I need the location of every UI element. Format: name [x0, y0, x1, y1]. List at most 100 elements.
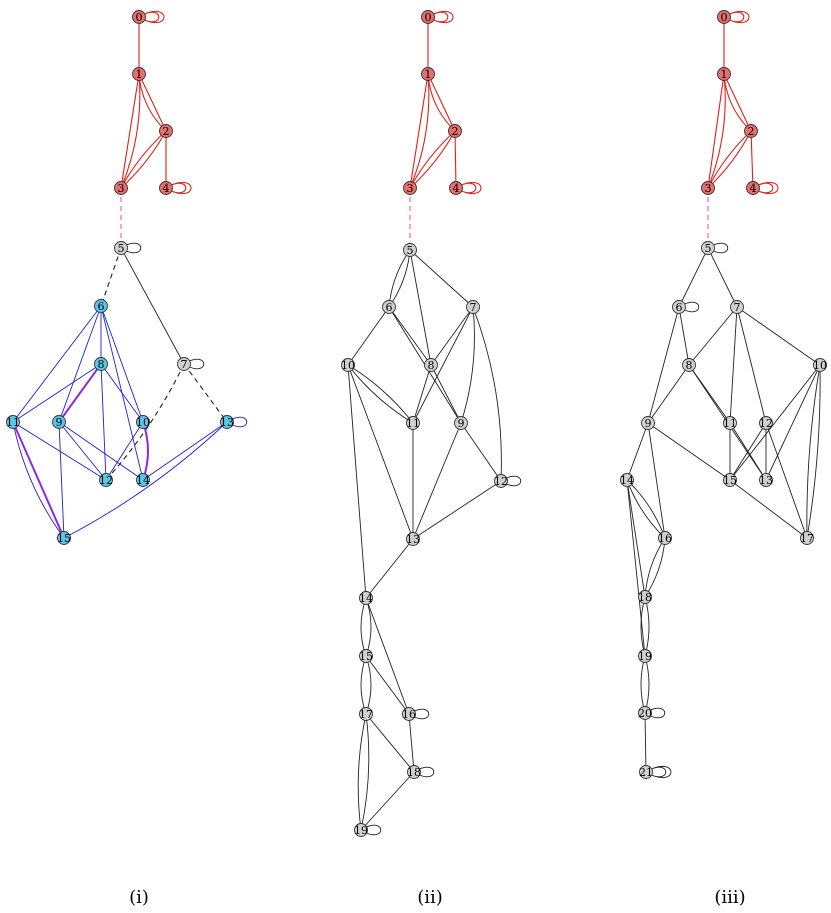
- node-circle: [94, 299, 108, 313]
- edge-19-20: [640, 655, 646, 714]
- node-label: 11: [723, 417, 737, 430]
- edge-1-3: [707, 73, 725, 189]
- edge-1-2: [723, 73, 752, 132]
- edge-9-15: [647, 422, 731, 481]
- node-label: 13: [220, 416, 234, 429]
- node-circle: [672, 300, 686, 314]
- edge-16-18: [644, 537, 666, 598]
- node-4: 4: [746, 181, 760, 195]
- edge-6-6: [684, 301, 700, 313]
- node-circle: [759, 473, 773, 487]
- node-circle: [641, 416, 655, 430]
- edge-14-18: [626, 479, 646, 598]
- edge-2-3: [120, 130, 167, 189]
- edge-7-13: [183, 363, 228, 423]
- edge-10-12: [105, 421, 144, 481]
- node-circle: [220, 415, 234, 429]
- edge-20-21: [644, 712, 647, 773]
- edge-16-16: [414, 708, 430, 720]
- edge-11-15: [12, 421, 65, 539]
- edge-10-13: [765, 364, 821, 481]
- node-label: 16: [402, 708, 416, 721]
- edge-7-7: [189, 358, 205, 370]
- node-circle: [800, 531, 814, 545]
- edge-11-12: [12, 421, 107, 481]
- node-circle: [354, 823, 368, 837]
- node-circle: [723, 473, 737, 487]
- edge-1-2: [138, 73, 167, 132]
- node-3: 3: [701, 181, 715, 195]
- node-2: 2: [744, 124, 758, 138]
- node-circle: [466, 300, 480, 314]
- node-7: 7: [466, 300, 480, 314]
- node-circle: [746, 181, 760, 195]
- node-label: 8: [428, 359, 435, 372]
- node-9: 9: [454, 416, 468, 430]
- edge-14-15: [360, 597, 367, 657]
- node-label: 15: [57, 532, 71, 545]
- node-label: 4: [453, 182, 460, 195]
- node-label: 7: [181, 358, 188, 371]
- node-circle: [159, 124, 173, 138]
- edge-5-6: [678, 247, 709, 308]
- edge-11-15: [12, 421, 65, 539]
- node-15: 15: [723, 473, 737, 487]
- node-label: 10: [813, 359, 827, 372]
- node-5: 5: [403, 243, 417, 257]
- edge-1-3: [120, 73, 141, 189]
- node-circle: [177, 357, 191, 371]
- node-7: 7: [177, 357, 191, 371]
- node-3: 3: [403, 181, 417, 195]
- node-label: 0: [136, 11, 143, 24]
- node-8: 8: [682, 358, 696, 372]
- node-label: 11: [6, 416, 20, 429]
- node-label: 6: [98, 300, 105, 313]
- edge-6-8: [388, 306, 432, 366]
- edge-12-15: [729, 422, 767, 481]
- node-1: 1: [132, 67, 146, 81]
- node-5: 5: [114, 241, 128, 255]
- edge-1-3: [707, 73, 726, 189]
- edge-9-16: [647, 422, 666, 539]
- node-label: 17: [800, 532, 814, 545]
- edge-14-19: [626, 479, 646, 657]
- node-label: 6: [676, 301, 683, 314]
- panel-i-edges: [12, 10, 248, 539]
- edge-6-9: [647, 306, 680, 424]
- node-circle: [359, 591, 373, 605]
- edge-20-20: [650, 707, 666, 719]
- node-circle: [449, 181, 463, 195]
- node-circle: [421, 10, 435, 24]
- edge-7-10: [736, 306, 821, 366]
- edge-10-14: [142, 421, 149, 481]
- node-circle: [159, 181, 173, 195]
- edge-5-5: [126, 242, 142, 254]
- node-label: 4: [750, 182, 757, 195]
- edge-9-14: [58, 421, 144, 481]
- edge-1-3: [120, 73, 140, 189]
- edge-12-17: [765, 422, 808, 539]
- edge-8-11: [12, 363, 102, 423]
- node-19: 19: [638, 649, 652, 663]
- edge-12-13: [412, 480, 502, 540]
- edge-16-18: [644, 537, 666, 598]
- node-20: 20: [638, 706, 652, 720]
- node-12: 12: [494, 474, 508, 488]
- node-15: 15: [57, 531, 71, 545]
- edge-15-16: [365, 655, 410, 715]
- panel-i-caption: (i): [129, 887, 149, 908]
- node-13: 13: [220, 415, 234, 429]
- node-14: 14: [620, 473, 634, 487]
- node-14: 14: [359, 591, 373, 605]
- node-label: 8: [98, 358, 105, 371]
- node-circle: [403, 243, 417, 257]
- edge-2-3: [120, 130, 167, 189]
- node-0: 0: [717, 10, 731, 24]
- node-label: 1: [721, 68, 728, 81]
- edge-5-6: [388, 249, 411, 308]
